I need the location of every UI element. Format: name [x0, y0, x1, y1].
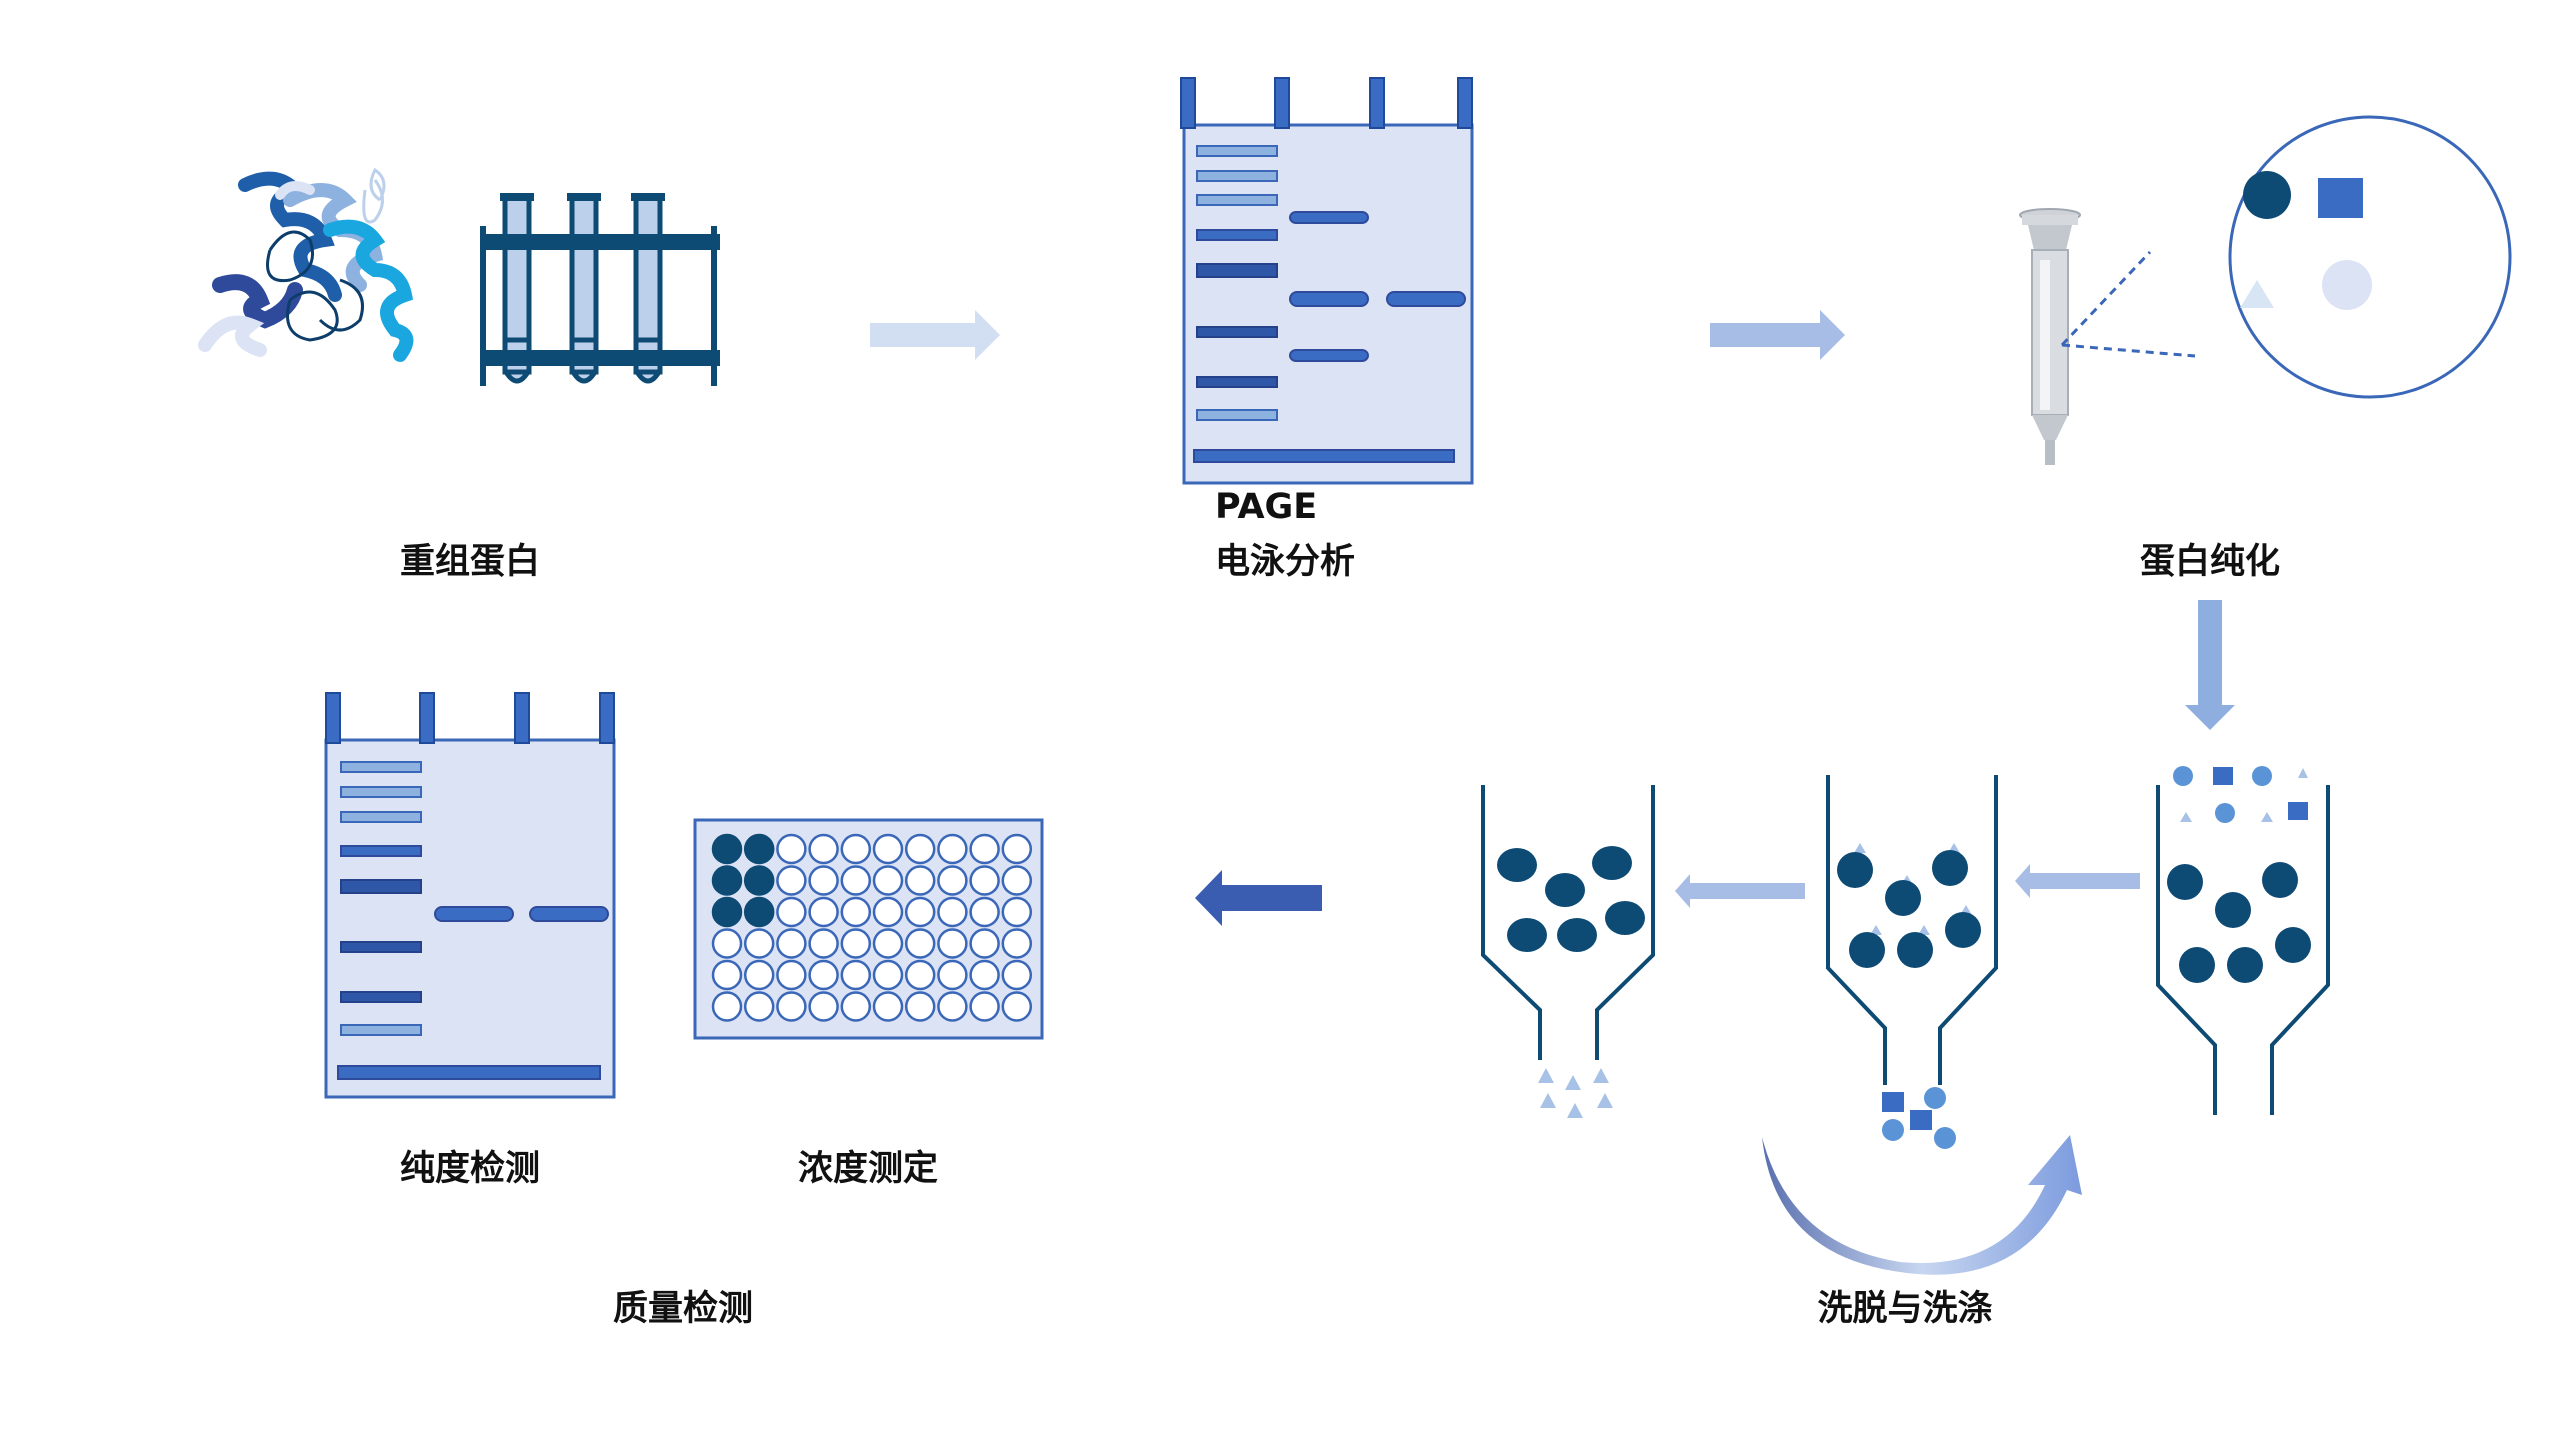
well-empty: [808, 865, 839, 896]
well-empty: [1001, 865, 1033, 896]
well-empty: [743, 959, 775, 991]
funnel-column-icon: [1826, 775, 1998, 1149]
funnel-column-icon: [1481, 785, 1655, 1118]
recycle-arrow-icon: [1762, 1135, 2082, 1275]
arrow-left-small-1: [2015, 864, 2140, 898]
well-empty: [969, 865, 1000, 896]
well-empty: [872, 865, 904, 896]
well-empty: [904, 959, 936, 991]
well-empty: [969, 991, 1000, 1022]
well-empty: [872, 896, 904, 928]
label-quality: 质量检测: [613, 1289, 753, 1329]
well-empty: [904, 896, 936, 928]
well-filled: [743, 833, 775, 865]
well-empty: [1001, 991, 1033, 1022]
well-empty: [840, 959, 872, 991]
well-filled: [711, 865, 743, 896]
arrow-left-large: [1195, 870, 1322, 926]
gel-electrophoresis-icon: [324, 692, 616, 1099]
well-empty: [937, 865, 968, 896]
well-empty: [808, 928, 839, 959]
well-empty: [937, 928, 968, 959]
well-filled: [711, 896, 743, 928]
spin-column-icon: [2019, 208, 2081, 465]
magnified-particles-icon: [2060, 115, 2512, 399]
test-tube-rack-icon: [480, 193, 720, 386]
well-empty: [904, 928, 936, 959]
well-empty: [711, 959, 743, 991]
well-empty: [1001, 896, 1033, 928]
label-elution-wash: 洗脱与洗涤: [1817, 1289, 1992, 1329]
well-empty: [840, 865, 872, 896]
well-filled: [711, 833, 743, 865]
well-empty: [776, 959, 807, 991]
well-empty: [808, 833, 839, 865]
label-purification: 蛋白纯化: [2140, 542, 2280, 582]
well-empty: [904, 865, 936, 896]
well-empty: [808, 959, 839, 991]
well-empty: [937, 991, 968, 1022]
well-empty: [1001, 959, 1033, 991]
well-empty: [969, 928, 1000, 959]
arrow-right-1: [870, 310, 1000, 360]
well-empty: [743, 991, 775, 1022]
well-empty: [840, 896, 872, 928]
well-empty: [776, 991, 807, 1022]
well-empty: [711, 991, 743, 1022]
well-empty: [1001, 928, 1033, 959]
well-empty: [743, 928, 775, 959]
well-empty: [937, 959, 968, 991]
well-empty: [776, 896, 807, 928]
gel-electrophoresis-icon: [1180, 77, 1474, 485]
well-empty: [937, 896, 968, 928]
well-filled: [743, 896, 775, 928]
label-concentration: 浓度测定: [798, 1149, 938, 1189]
well-empty: [840, 833, 872, 865]
well-empty: [872, 928, 904, 959]
well-empty: [937, 833, 968, 865]
arrow-right-2: [1710, 310, 1845, 360]
well-empty: [969, 959, 1000, 991]
well-empty: [872, 833, 904, 865]
well-empty: [904, 991, 936, 1022]
label-page: PAGE: [1215, 487, 1317, 527]
well-empty: [776, 928, 807, 959]
well-empty: [776, 865, 807, 896]
well-empty: [711, 928, 743, 959]
funnel-column-icon: [2156, 766, 2330, 1115]
arrow-down: [2185, 600, 2235, 730]
well-empty: [904, 833, 936, 865]
arrow-left-small-2: [1675, 874, 1805, 908]
well-empty: [840, 928, 872, 959]
label-electrophoresis: 电泳分析: [1215, 542, 1355, 582]
well-empty: [969, 833, 1000, 865]
well-empty: [808, 896, 839, 928]
well-empty: [1001, 833, 1033, 865]
well-empty: [969, 896, 1000, 928]
well-filled: [743, 865, 775, 896]
protein-structure-icon: [198, 167, 414, 362]
well-plate-icon: [693, 818, 1044, 1040]
well-empty: [808, 991, 839, 1022]
well-empty: [840, 991, 872, 1022]
well-empty: [872, 991, 904, 1022]
well-empty: [872, 959, 904, 991]
label-recombinant-protein: 重组蛋白: [400, 542, 540, 582]
label-purity: 纯度检测: [400, 1149, 540, 1189]
well-empty: [776, 833, 807, 865]
